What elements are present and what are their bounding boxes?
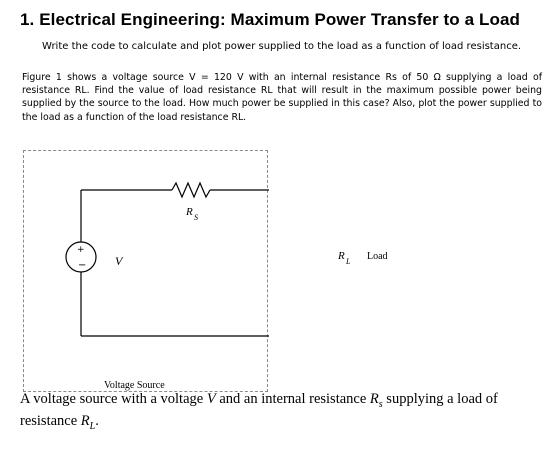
resistor-rs	[171, 181, 211, 199]
problem-heading: 1. Electrical Engineering: Maximum Power…	[20, 10, 520, 30]
caption-rs-sub: s	[378, 398, 383, 410]
caption-rl-main: R	[80, 412, 90, 429]
caption-end: .	[95, 412, 99, 429]
rs-label-main: R	[185, 206, 193, 218]
problem-number: 1.	[20, 10, 35, 29]
figure-caption: A voltage source with a voltage V and an…	[20, 391, 550, 435]
source-voltage-label: V	[115, 254, 124, 268]
source-minus: −	[78, 260, 86, 271]
caption-rl-sub: L	[89, 420, 96, 432]
caption-v: V	[206, 391, 216, 407]
caption-part2: and an internal resistance	[215, 391, 370, 407]
source-plus: +	[77, 245, 85, 255]
rl-label-main: R	[337, 250, 345, 262]
rl-label-sub: L	[345, 257, 351, 266]
problem-title: Electrical Engineering: Maximum Power Tr…	[39, 10, 520, 29]
circuit-figure: + − V R S Voltage Source	[23, 150, 269, 392]
rs-label-sub: S	[194, 213, 198, 222]
problem-paragraph: Figure 1 shows a voltage source V = 120 …	[22, 72, 542, 123]
circuit-diagram: + − V R S Voltage Source	[65, 181, 269, 391]
caption-rs-main: R	[369, 391, 379, 407]
caption-part1: A voltage source with a voltage	[20, 391, 207, 407]
load-label: Load	[367, 251, 388, 262]
caption-part3: supplying a load of resistance	[20, 391, 498, 429]
instruction-text: Write the code to calculate and plot pow…	[42, 41, 522, 52]
voltage-source-caption: Voltage Source	[104, 380, 165, 391]
